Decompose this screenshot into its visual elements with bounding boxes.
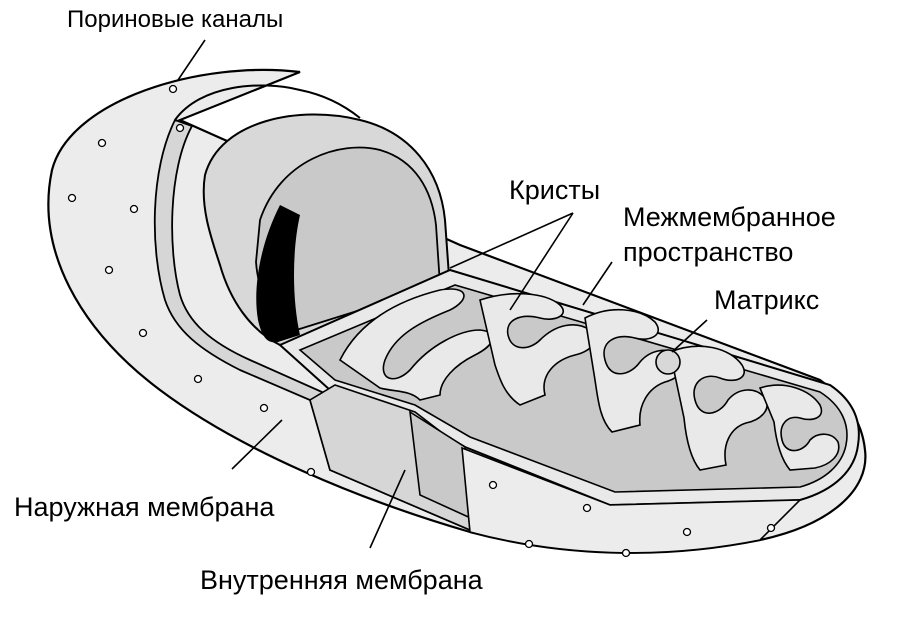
label-cristae: Кристы <box>509 175 600 205</box>
leader-outer-membrane <box>231 419 283 470</box>
label-matrix: Матрикс <box>714 285 819 315</box>
label-inner-membrane: Внутренняя мембрана <box>200 565 484 595</box>
leader-cristae-a <box>449 212 574 269</box>
leader-intermembrane <box>582 261 613 306</box>
label-outer-membrane: Наружная мембрана <box>14 492 275 522</box>
outer-membrane-cut-rim <box>174 84 361 121</box>
leader-lines <box>177 39 708 549</box>
cristae-folds <box>338 288 840 471</box>
leader-inner-membrane <box>369 469 406 549</box>
leader-porin <box>177 39 206 81</box>
label-intermembrane-line2: пространство <box>623 237 793 267</box>
leader-matrix <box>671 319 708 353</box>
porin-channels <box>67 84 776 558</box>
leader-cristae-b <box>509 212 574 311</box>
label-porin-channels: Пориновые каналы <box>67 6 283 33</box>
matrix-granule <box>655 349 681 375</box>
dark-opening <box>256 205 300 343</box>
label-intermembrane-line1: Межмембранное <box>623 202 836 232</box>
